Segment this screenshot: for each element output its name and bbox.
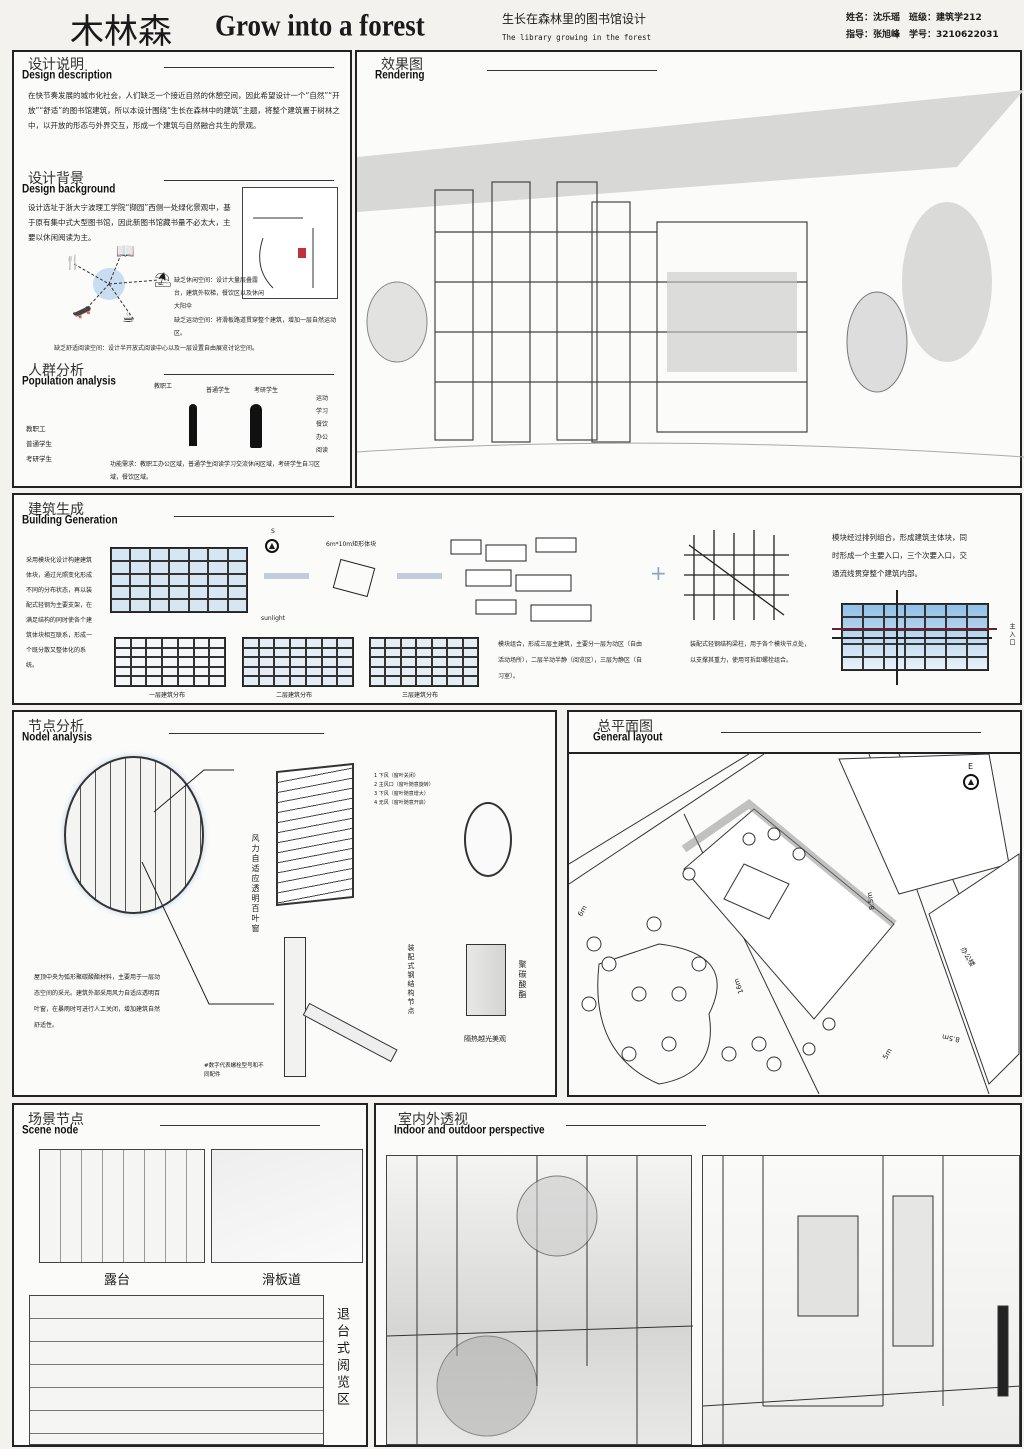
floor1-label: 一层建筑分布 — [149, 692, 186, 699]
site-north-label: E — [968, 762, 974, 771]
background-title: 设计背景 — [28, 171, 84, 187]
poster-title-cn: 木林森 — [70, 12, 172, 52]
needs-diagram — [73, 246, 160, 321]
group-list: 教职工普通学生考研学生 — [26, 425, 52, 463]
node-title: 节点分析 — [28, 719, 84, 735]
material-note: 隔热越光美观 — [464, 1035, 506, 1043]
material-label: 聚碳酸酯 — [518, 960, 527, 1000]
steel-text: 装配式轻钢结构梁柱，用于各个模块节点处，以支撑其重力，使用可拆卸螺栓组合。 — [690, 641, 811, 664]
generation-intro: 采用模块化设计构建建筑体块，通过光照变化形成不同的分布状态，再以装配式轻钢为主要… — [26, 557, 93, 669]
person-silhouette — [250, 404, 262, 448]
design-title: 设计说明 — [28, 57, 84, 73]
generation-panel: 建筑生成 Building Generation 采用模块化设计构建建筑体块，通… — [12, 493, 1022, 705]
north-label: S — [271, 528, 275, 535]
background-text: 设计选址于浙大宁波理工学院“撷园”西侧一处绿化景观中，基于原有集中式大型图书馆，… — [28, 203, 231, 242]
plus-icon: + — [650, 561, 667, 585]
arrow-icon — [264, 573, 309, 579]
skate-label: 滑板道 — [262, 1273, 302, 1288]
joint-drawing — [284, 937, 306, 1077]
louver-legend: 1 下风（窗叶关闭）2 主风口（窗叶随意旋转）3 下风（窗叶随意增大）4 无风（… — [374, 773, 434, 806]
activity-list: 运动学习餐饮办公阅读 — [316, 395, 329, 454]
site-plan-drawing — [569, 754, 1020, 1094]
person-silhouette — [189, 404, 197, 446]
terrace-sketch — [39, 1149, 205, 1263]
sunlight-label: sunlight — [261, 615, 286, 622]
site-plan-panel: 总平面图 General layout E ▲ 8.5m 6m 16m 5m 8… — [567, 710, 1022, 1097]
node-title-en: Nodel analysis — [22, 730, 93, 745]
book-icon: 📖 — [116, 242, 135, 260]
detail-circle-drawing — [64, 756, 204, 914]
bolt-note: #数字代表螺栓型号和不同配件 — [204, 1063, 264, 1078]
terrace-label: 露台 — [104, 1273, 131, 1288]
joint-label: 装配式钢结构节点 — [407, 944, 415, 1016]
design-title-en: Design description — [22, 68, 113, 83]
poster-subtitle-en: The library growing in the forest — [502, 33, 652, 42]
scene-title-en: Scene node — [22, 1123, 79, 1138]
layout-text: 模块经过排列组合，形成建筑主体块，同时形成一个主要入口，三个次要入口，交通流线贯… — [832, 533, 967, 578]
leader-lines — [141, 769, 274, 1005]
floor1-grid — [114, 637, 226, 687]
skateboarder-icon: 🛹 — [72, 302, 92, 321]
tutor-line: 指导：张旭峰 学号：3210622031 — [846, 30, 999, 40]
entrance-label: 主入口 — [1008, 623, 1015, 647]
north-arrow-icon: ▲ — [963, 774, 979, 790]
perspective-title: 室内外透视 — [398, 1112, 468, 1128]
floor3-label: 三层建筑分布 — [402, 692, 439, 699]
stepped-reading-sketch — [29, 1295, 324, 1445]
site-title-en: General layout — [593, 730, 663, 745]
poster-subtitle-cn: 生长在森林里的图书馆设计 — [502, 12, 647, 26]
note-reading: 缺乏舒适阅读空间：设计半开放式阅读中心以及一层设置自由展览讨论空间。 — [54, 345, 259, 352]
rendering-title-en: Rendering — [375, 68, 425, 83]
group-label-staff: 教职工 — [154, 383, 173, 390]
coffee-cup-icon: ☕ — [122, 310, 135, 326]
note-sport: 缺乏运动空间：将滑板路道贯穿整个建筑，增加一层自然运动区。 — [174, 317, 337, 337]
background-title-en: Design background — [22, 182, 116, 197]
louver-label: 风力自适应透明百叶窗 — [251, 834, 260, 934]
louver-window-drawing — [276, 762, 354, 907]
generation-title-en: Building Generation — [22, 513, 118, 528]
perspective-title-en: Indoor and outdoor perspective — [394, 1123, 545, 1138]
population-needs: 功能需求：教职工办公区域，普通学生阅读学习交流休闲区域，考研学生自习区域，餐饮区… — [110, 461, 321, 481]
floor3-grid — [369, 637, 479, 687]
author-line: 姓名：沈乐瑶 班级：建筑学212 — [846, 13, 982, 23]
poster-title-en: Grow into a forest — [215, 7, 425, 43]
site-location-map — [242, 187, 338, 299]
module-stack-drawing — [450, 537, 592, 622]
group-label-grad: 考研学生 — [254, 387, 279, 394]
skate-sketch — [211, 1149, 363, 1263]
rendering-drawing — [357, 90, 1024, 458]
population-title: 人群分析 — [28, 363, 84, 379]
module-label: 6m*10m矩形体块 — [326, 541, 377, 548]
floor2-label: 二层建筑分布 — [276, 692, 313, 699]
node-text: 屋顶中央为弧形聚碳酸酯材料，主要用于一层动态空间的采光。建筑外部采用风力自适应透… — [34, 974, 161, 1029]
note-leisure: 缺乏休闲空间：设计大量层叠露台，建筑外软梯，餐饮区以及休闲大阳伞 — [174, 277, 265, 310]
indoor-perspective-sketch — [386, 1155, 693, 1446]
generation-title: 建筑生成 — [28, 502, 84, 518]
perspective-panel: 室内外透视 Indoor and outdoor perspective — [374, 1103, 1022, 1447]
umbrella-icon: ⛱ — [154, 272, 172, 288]
rendering-title: 效果图 — [381, 57, 423, 73]
material-sample — [466, 944, 506, 1016]
fork-knife-icon: 🍴 — [64, 255, 82, 271]
combo-text: 模块组合，形成三层主建筑，主要分一层为动区（自由活动场所），二层半动半静（阅览区… — [498, 641, 643, 680]
design-text: 在快节奏发展的城市化社会，人们缺乏一个接近自然的休憩空间，因此希望设计一个“自然… — [28, 91, 340, 130]
north-arrow-icon: ▲ — [265, 539, 279, 553]
group-label-student: 普通学生 — [206, 387, 231, 394]
material-circle — [464, 802, 512, 877]
population-title-en: Population analysis — [22, 374, 116, 389]
module-box — [332, 558, 376, 598]
steel-frame-drawing — [684, 530, 789, 620]
site-title: 总平面图 — [597, 719, 653, 735]
site-grid — [110, 547, 248, 613]
arrow-icon — [397, 573, 442, 579]
stepped-reading-label: 退台式阅览区 — [334, 1307, 349, 1409]
outdoor-perspective-sketch — [702, 1155, 1021, 1446]
rendering-panel: 效果图 Rendering — [355, 50, 1024, 488]
design-panel: 设计说明 Design description 在快节奏发展的城市化社会，人们缺… — [12, 50, 352, 488]
scene-panel: 场景节点 Scene node 露台 滑板道 退台式阅览区 — [12, 1103, 368, 1447]
scene-title: 场景节点 — [28, 1112, 84, 1128]
floor2-grid — [242, 637, 354, 687]
node-panel: 节点分析 Nodel analysis 风力自适应透明百叶窗 1 下风（窗叶关闭… — [12, 710, 557, 1097]
